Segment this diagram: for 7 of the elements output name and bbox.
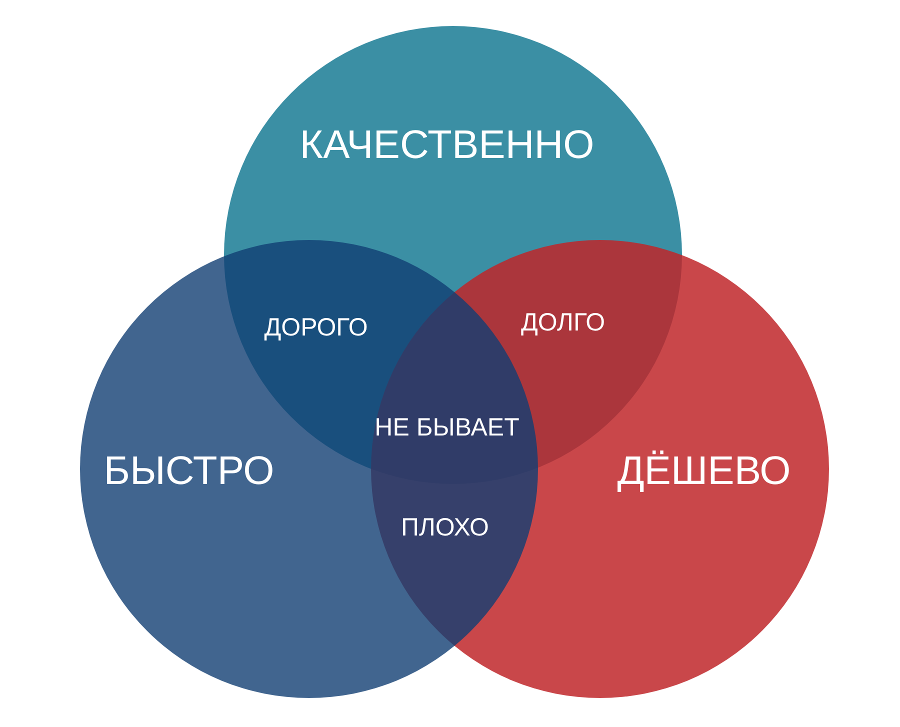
set-label: ДЁШЕВО xyxy=(617,451,791,491)
set-label: КАЧЕСТВЕННО xyxy=(300,125,594,165)
set-label: БЫСТРО xyxy=(104,451,274,491)
overlap-label: ДОЛГО xyxy=(520,310,606,336)
overlap-label: ПЛОХО xyxy=(401,516,489,540)
overlap-label: ДОРОГО xyxy=(264,316,368,340)
overlap-label: НЕ БЫВАЕТ xyxy=(374,416,520,440)
